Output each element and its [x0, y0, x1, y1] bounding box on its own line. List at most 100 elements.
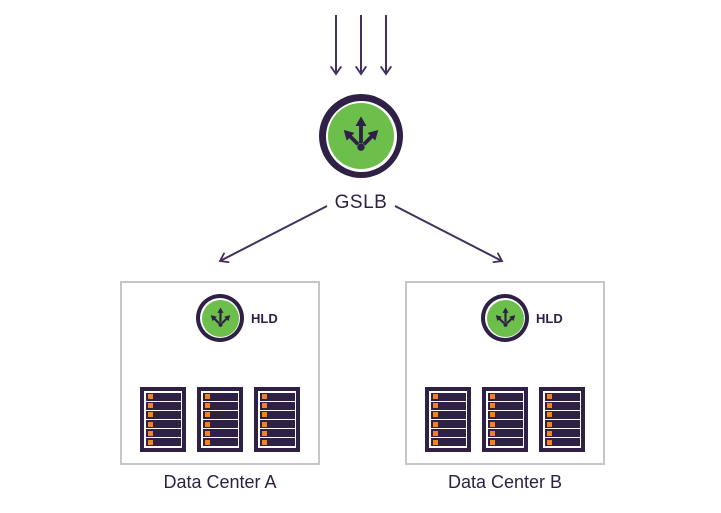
server-unit-led [433, 430, 438, 436]
server-unit-led [262, 430, 267, 436]
server-unit [145, 429, 181, 438]
server-unit [487, 392, 523, 401]
server-unit [487, 401, 523, 410]
server-unit-led [205, 412, 210, 418]
server-unit [430, 392, 466, 401]
server-rack-chassis [486, 391, 524, 448]
server-unit [202, 420, 238, 429]
server-rack [539, 387, 585, 452]
hld-a-label: HLD [251, 311, 278, 326]
server-rack [197, 387, 243, 452]
server-unit [259, 410, 295, 419]
server-unit-led [433, 412, 438, 418]
branching-arrows-icon [492, 305, 519, 332]
server-unit-led [547, 412, 552, 418]
server-unit [145, 438, 181, 447]
server-unit-led [148, 403, 153, 409]
server-unit [487, 410, 523, 419]
gslb-node [319, 94, 403, 178]
datacenter-b-label: Data Center B [447, 472, 563, 492]
gslb-node-ring [325, 100, 397, 172]
server-unit [145, 420, 181, 429]
server-unit-led [205, 403, 210, 409]
server-unit [544, 392, 580, 401]
server-unit-led [148, 394, 153, 399]
branching-arrows-icon [337, 112, 385, 160]
server-unit-led [205, 430, 210, 436]
server-unit-led [547, 403, 552, 409]
incoming-traffic-arrows [330, 15, 392, 76]
gslb-node-body [328, 103, 394, 169]
server-unit [544, 401, 580, 410]
server-unit [202, 438, 238, 447]
server-rack [140, 387, 186, 452]
server-unit-led [490, 412, 495, 418]
server-unit-led [148, 412, 153, 418]
server-unit [145, 401, 181, 410]
server-unit-led [433, 421, 438, 427]
server-unit [259, 420, 295, 429]
server-unit-led [547, 430, 552, 436]
server-unit-led [262, 403, 267, 409]
server-unit-led [205, 394, 210, 399]
server-rack-chassis [543, 391, 581, 448]
server-unit [145, 410, 181, 419]
server-unit-led [547, 421, 552, 427]
datacenter-a-label: Data Center A [163, 472, 277, 492]
hld-b-node-ring [485, 298, 525, 338]
server-unit [145, 392, 181, 401]
server-unit-led [148, 430, 153, 436]
server-rack [425, 387, 471, 452]
server-unit [544, 438, 580, 447]
server-unit [202, 429, 238, 438]
gslb-label: GSLB [334, 192, 388, 213]
server-unit-led [262, 439, 267, 445]
server-unit [259, 401, 295, 410]
server-unit-led [490, 421, 495, 427]
server-unit-led [205, 439, 210, 445]
server-unit [487, 420, 523, 429]
server-unit-led [490, 403, 495, 409]
server-rack [482, 387, 528, 452]
server-unit-led [433, 394, 438, 399]
server-unit-led [547, 439, 552, 445]
server-unit [430, 410, 466, 419]
hld-b-label: HLD [536, 311, 563, 326]
server-rack [254, 387, 300, 452]
hld-b-node-body [486, 299, 524, 337]
server-unit-led [433, 439, 438, 445]
server-unit [430, 420, 466, 429]
server-rack-chassis [429, 391, 467, 448]
server-unit-led [490, 394, 495, 399]
server-unit-led [433, 403, 438, 409]
branching-arrows-icon [207, 305, 234, 332]
hld-a-node [196, 294, 244, 342]
hld-b-node [481, 294, 529, 342]
server-unit-led [148, 439, 153, 445]
hld-a-node-ring [200, 298, 240, 338]
server-unit-led [262, 421, 267, 427]
server-unit [202, 392, 238, 401]
server-unit-led [547, 394, 552, 399]
hld-a-node-body [201, 299, 239, 337]
server-unit [544, 429, 580, 438]
server-unit [259, 392, 295, 401]
gslb-to-datacenter-arrows [218, 205, 504, 264]
server-unit [202, 401, 238, 410]
server-unit [430, 401, 466, 410]
server-unit-led [262, 412, 267, 418]
server-unit [430, 438, 466, 447]
server-unit [544, 410, 580, 419]
server-unit-led [490, 439, 495, 445]
server-unit-led [148, 421, 153, 427]
server-unit [259, 438, 295, 447]
server-unit-led [262, 394, 267, 399]
server-unit-led [205, 421, 210, 427]
server-unit [202, 410, 238, 419]
server-unit [487, 429, 523, 438]
server-unit [259, 429, 295, 438]
server-rack-chassis [144, 391, 182, 448]
server-unit-led [490, 430, 495, 436]
